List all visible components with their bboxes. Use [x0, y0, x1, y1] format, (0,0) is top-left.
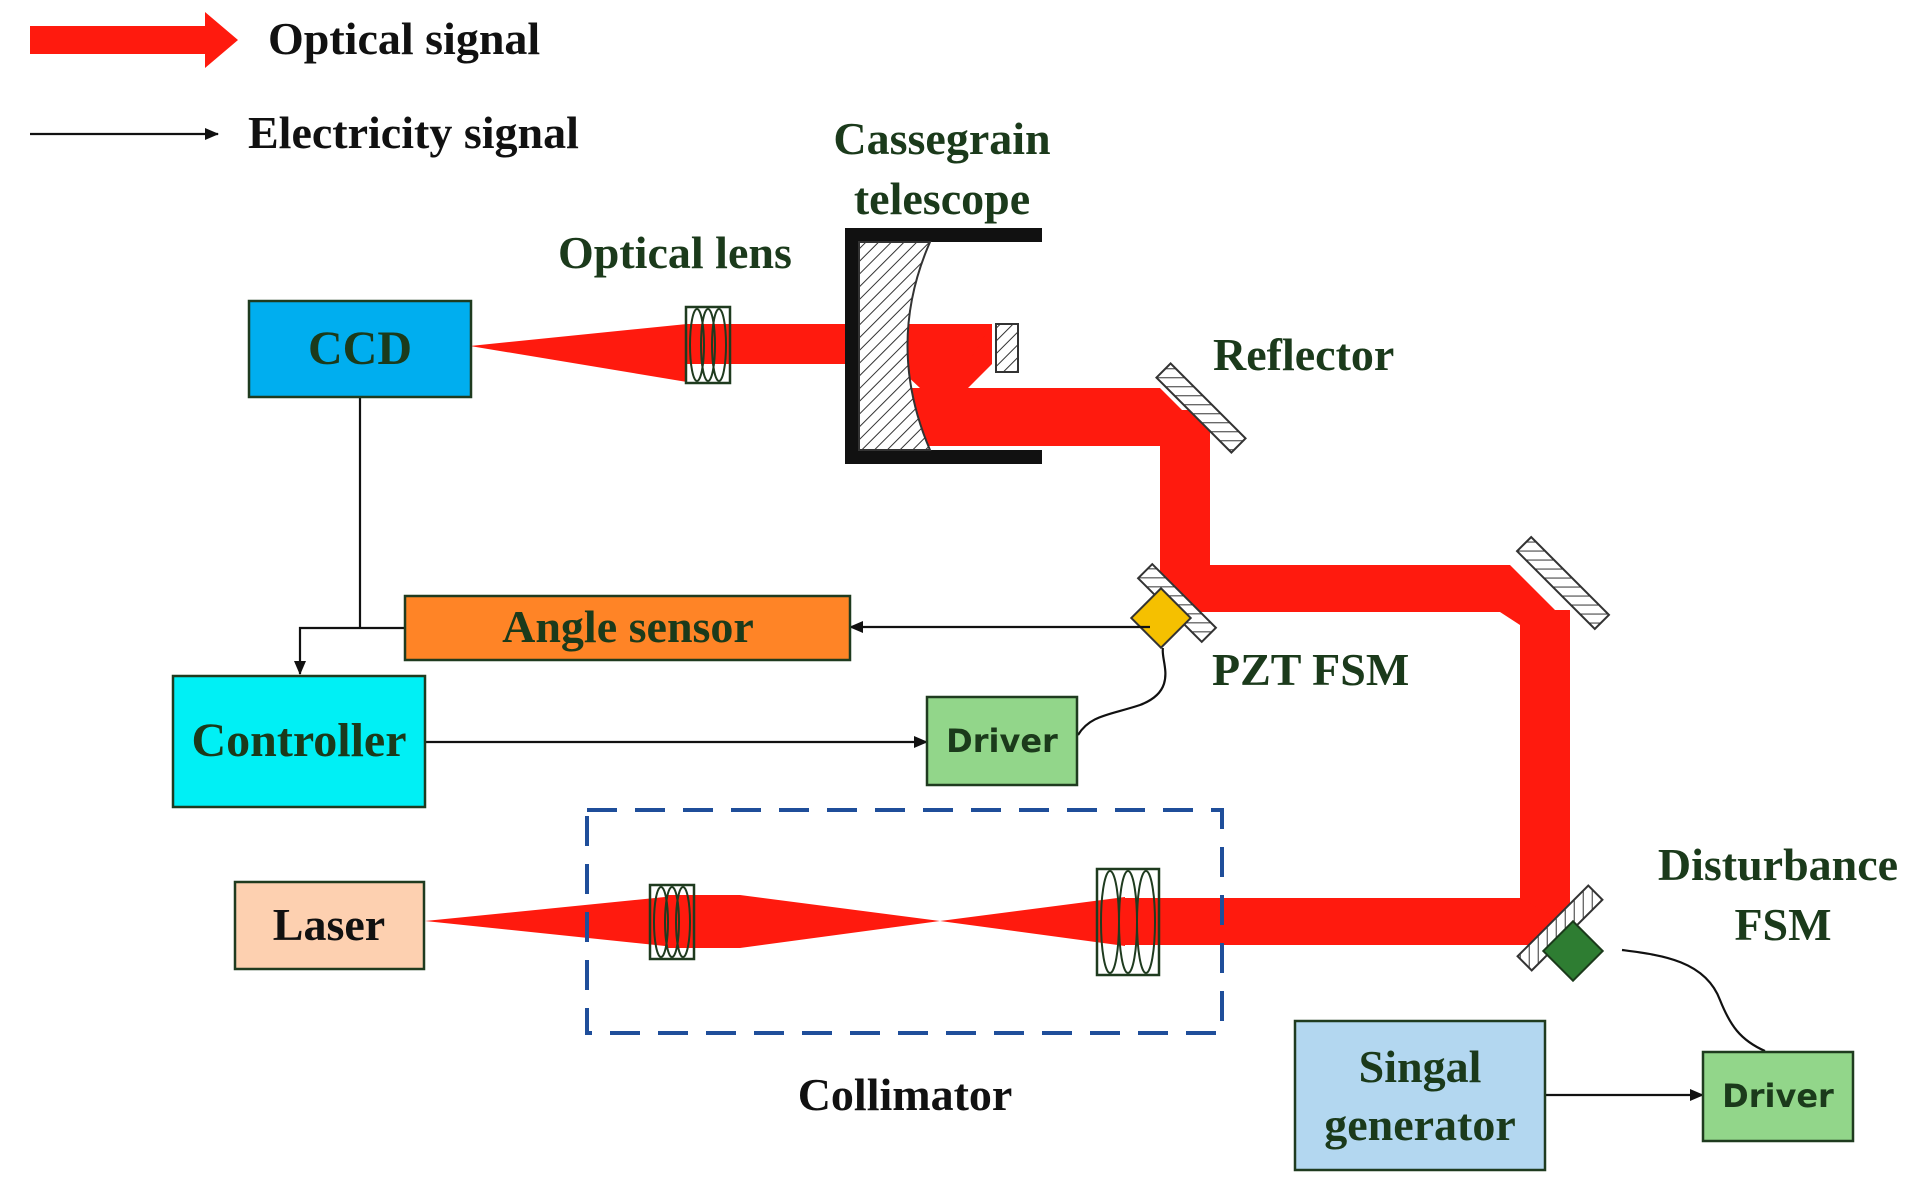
beam-collimator-cone-right — [940, 897, 1125, 946]
disturbance-fsm — [1516, 884, 1605, 983]
primary-mirror — [858, 241, 932, 451]
ccd-box: CCD — [247, 299, 473, 399]
collimator-label: Collimator — [798, 1069, 1013, 1120]
driver-disturbance-box: Driver — [1701, 1050, 1855, 1143]
beam-pzt-to-mirror — [1160, 565, 1570, 625]
beam-collimator-cone-left — [665, 895, 940, 948]
driver-pzt-box: Driver — [925, 695, 1079, 787]
beam-telescope-exit — [895, 388, 1210, 446]
disturbance-actuator — [1541, 919, 1605, 983]
wire-driver-to-pzt — [1077, 647, 1167, 736]
collimator-small-lens — [648, 883, 696, 961]
legend: Optical signal Electricity signal — [30, 12, 579, 158]
beam-right-vertical — [1520, 610, 1570, 925]
svg-text:Driver: Driver — [946, 722, 1058, 760]
angle-sensor-box: Angle sensor — [403, 594, 852, 662]
beam-laser-cone — [425, 897, 665, 946]
svg-text:Angle sensor: Angle sensor — [502, 601, 754, 652]
wire-driver-to-disturbance — [1621, 948, 1766, 1053]
beam-telescope-fold — [885, 324, 992, 448]
electric-wires — [294, 397, 1766, 1101]
collimator-large-lens — [1095, 867, 1161, 977]
svg-text:Singal: Singal — [1359, 1041, 1482, 1092]
optical-beams — [425, 324, 1570, 948]
signal-generator-box: Singal generator — [1293, 1019, 1547, 1172]
svg-text:Laser: Laser — [273, 899, 385, 950]
telescope-bottom-wall — [845, 450, 1042, 464]
svg-text:CCD: CCD — [308, 322, 412, 375]
collimator-frame — [585, 808, 1224, 1035]
svg-text:Driver: Driver — [1722, 1077, 1834, 1115]
legend-electric-label: Electricity signal — [248, 107, 579, 158]
wire-to-controller — [294, 626, 405, 675]
pzt-fsm-label: PZT FSM — [1212, 644, 1409, 695]
secondary-mirror — [995, 323, 1019, 373]
legend-optical-label: Optical signal — [268, 13, 540, 64]
disturbance-fsm-label-line2: FSM — [1734, 899, 1831, 950]
cassegrain-label-line1: Cassegrain — [833, 113, 1050, 164]
controller-box: Controller — [171, 674, 427, 809]
upper-right-mirror — [1515, 535, 1611, 631]
optical-lens-label: Optical lens — [558, 227, 792, 278]
svg-text:generator: generator — [1324, 1099, 1516, 1150]
beam-disturbance-to-collimator — [1125, 898, 1570, 945]
laser-box: Laser — [233, 880, 426, 971]
cassegrain-label-line2: telescope — [854, 173, 1030, 224]
cassegrain-telescope — [845, 228, 1042, 464]
reflector-mirror — [1155, 362, 1247, 454]
telescope-top-wall — [845, 228, 1042, 242]
optical-lens — [684, 305, 732, 385]
pzt-actuator — [1129, 586, 1193, 650]
beam-ccd-cone — [470, 324, 687, 382]
pzt-fsm — [1129, 562, 1218, 650]
disturbance-fsm-label-line1: Disturbance — [1658, 839, 1898, 890]
beam-lens-to-secondary — [687, 324, 992, 364]
collimator — [585, 808, 1224, 1035]
optical-signal-legend-arrow — [30, 12, 238, 68]
svg-text:Controller: Controller — [191, 714, 406, 767]
reflector-label: Reflector — [1213, 329, 1394, 380]
telescope-back-wall — [845, 228, 859, 464]
